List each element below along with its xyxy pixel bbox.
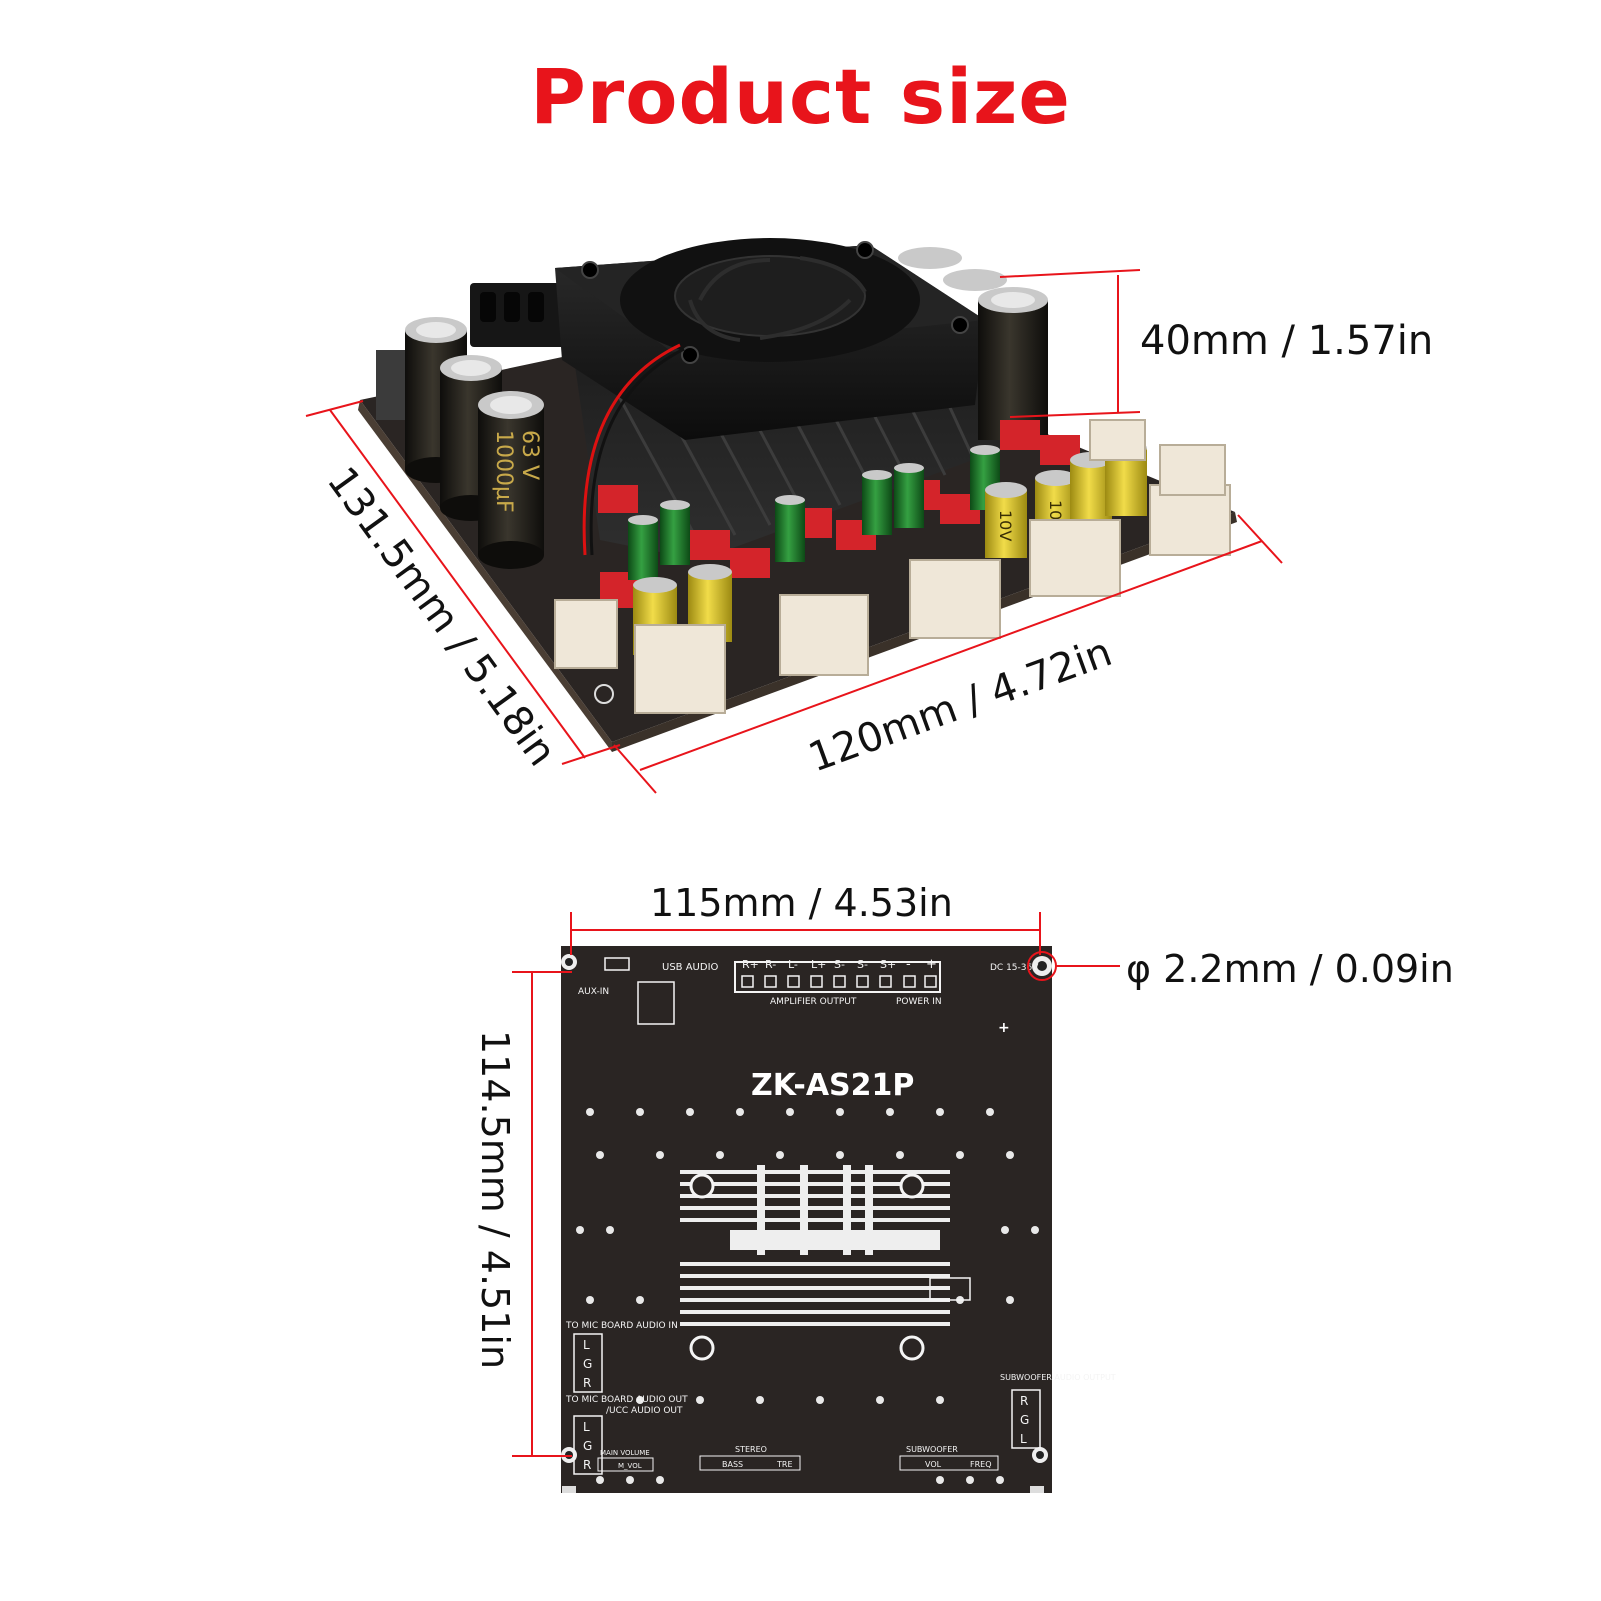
- pin-label-2: L-: [788, 958, 798, 971]
- capacitor-marking-voltage: 63 V: [517, 430, 542, 480]
- page-title: Product size: [530, 52, 1071, 141]
- output-connectors: [554, 419, 1231, 714]
- sub-pin-r: R: [1020, 1394, 1028, 1408]
- voltage-label: DC 15-36V: [990, 963, 1039, 973]
- yellow-capacitors: 10V 1000: [633, 440, 1147, 655]
- sub-pin-g: G: [1020, 1413, 1029, 1427]
- pin-label-8: +: [926, 957, 937, 972]
- power-in-label: POWER IN: [896, 997, 942, 1007]
- pin-label-5: S-: [857, 958, 868, 971]
- heatsink-pad: [680, 1165, 950, 1326]
- pcb-board-edge: [358, 400, 612, 752]
- vol-label: VOL: [925, 1460, 942, 1469]
- m-vol-label: M_VOL: [618, 1462, 642, 1470]
- mic-out-label: TO MIC BOARD AUDIO OUT: [565, 1395, 688, 1405]
- bottom-dimension-lines: [512, 912, 1120, 1457]
- stereo-label: STEREO: [735, 1445, 767, 1454]
- pcb-bottom-view: R+ R- L- L+ S- S- S+ - + AMPLIFIER OUTPU…: [561, 946, 1116, 1493]
- model-label: ZK-AS21P: [751, 1068, 914, 1103]
- pin-label-4: S-: [834, 958, 845, 971]
- pin-label-6: S+: [880, 958, 896, 971]
- board-3d-view: 1000µF 63 V: [358, 238, 1237, 752]
- mounting-hole: [594, 684, 614, 704]
- sub-pin-l: L: [1020, 1432, 1027, 1446]
- mic-in-label: TO MIC BOARD AUDIO IN: [565, 1321, 678, 1331]
- pcb-width-label: 115mm / 4.53in: [650, 881, 953, 925]
- fan-wire: [582, 343, 681, 556]
- subwoofer-output-label: SUBWOOFER AUDIO OUTPUT: [1000, 1373, 1116, 1382]
- freq-label: FREQ: [970, 1460, 992, 1469]
- main-volume-label: MAIN VOLUME: [600, 1449, 650, 1457]
- terminal-block: [470, 283, 580, 347]
- plus-label: +: [998, 1020, 1010, 1036]
- pcb-height-label: 114.5mm / 4.51in: [473, 1030, 517, 1369]
- tre-label: TRE: [776, 1460, 793, 1469]
- ucc-out-label: /UCC AUDIO OUT: [606, 1406, 683, 1416]
- mic-out-pin-r: R: [583, 1458, 591, 1472]
- capacitor-bank-left: 1000µF 63 V: [405, 317, 544, 569]
- via-dots: [576, 1108, 1039, 1484]
- pin-label-3: L+: [811, 958, 826, 971]
- height-label: 40mm / 1.57in: [1140, 318, 1433, 364]
- mic-out-pin-g: G: [583, 1439, 592, 1453]
- subwoofer-label: SUBWOOFER: [906, 1445, 958, 1454]
- mic-in-pin-l: L: [583, 1338, 590, 1352]
- mic-out-pin-l: L: [583, 1420, 590, 1434]
- hole-diameter-label: φ 2.2mm / 0.09in: [1126, 947, 1454, 991]
- usb-audio-label: USB AUDIO: [662, 962, 719, 973]
- top-dimension-lines: [305, 269, 1283, 794]
- capacitor-marking-small-voltage: 10V: [996, 510, 1015, 541]
- amplifier-output-label: AMPLIFIER OUTPUT: [770, 997, 857, 1007]
- pin-label-1: R-: [765, 958, 776, 971]
- pin-label-0: R+: [742, 958, 759, 971]
- aux-in-label: AUX-IN: [578, 987, 609, 997]
- pin-label-7: -: [906, 957, 911, 972]
- bass-label: BASS: [722, 1460, 743, 1469]
- mic-in-pin-r: R: [583, 1376, 591, 1390]
- mic-in-pin-g: G: [583, 1357, 592, 1371]
- capacitor-marking-capacitance: 1000µF: [491, 430, 516, 513]
